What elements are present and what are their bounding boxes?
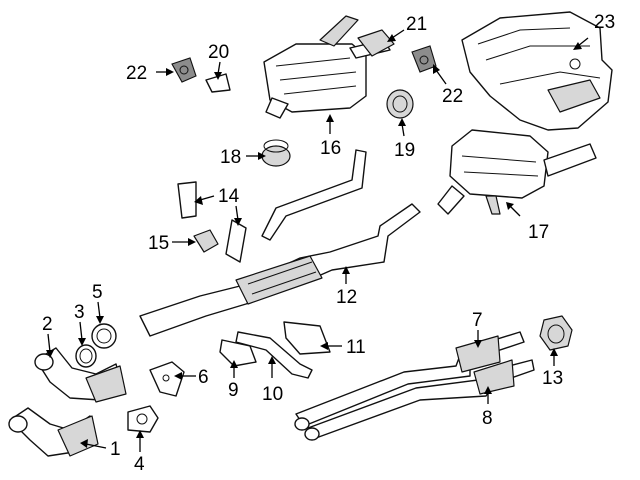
rear-muffler-16 — [263, 15, 391, 119]
damper-15 — [193, 229, 219, 253]
clamp-19 — [386, 89, 414, 119]
callout-11: 11 — [346, 337, 366, 358]
strap-10 — [235, 331, 313, 379]
callout-18: 18 — [220, 147, 241, 168]
bracket-14 — [177, 181, 247, 263]
hanger-22a — [171, 57, 197, 83]
callout-15: 15 — [148, 233, 169, 254]
callout-20: 20 — [208, 42, 229, 63]
clamp-18 — [261, 139, 291, 167]
callout-10: 10 — [262, 384, 283, 405]
leader-lines — [46, 29, 589, 452]
bracket-6 — [149, 361, 185, 397]
callout-5: 5 — [92, 282, 103, 303]
callout-8: 8 — [482, 408, 493, 429]
callout-16: 16 — [320, 138, 341, 159]
callout-6: 6 — [198, 367, 209, 388]
gasket-3 — [75, 344, 97, 368]
callout-labels: 1 2 3 4 5 6 7 8 9 10 11 12 13 14 15 16 1… — [42, 12, 615, 475]
clamp-5 — [91, 323, 117, 349]
front-pipes-7-8 — [294, 331, 535, 441]
callout-21: 21 — [406, 14, 427, 35]
front-muffler-17 — [437, 129, 597, 215]
callout-19: 19 — [394, 140, 415, 161]
heat-shield-23 — [461, 11, 613, 131]
callout-7: 7 — [472, 310, 483, 331]
callout-3: 3 — [74, 302, 85, 323]
gasket-4 — [127, 405, 159, 433]
hanger-22b — [411, 45, 437, 73]
callout-13: 13 — [542, 368, 563, 389]
manifold-cats-1-2 — [8, 347, 127, 457]
callout-12: 12 — [336, 287, 357, 308]
sensor-21 — [357, 29, 395, 57]
callout-23: 23 — [594, 12, 615, 33]
callout-22-left: 22 — [126, 63, 147, 84]
callout-4: 4 — [134, 454, 145, 475]
callout-9: 9 — [228, 380, 239, 401]
intermediate-pipe-12 — [139, 149, 421, 337]
callout-17: 17 — [528, 222, 549, 243]
clamp-13 — [539, 315, 573, 351]
callout-1: 1 — [110, 439, 121, 460]
callout-2: 2 — [42, 314, 53, 335]
callout-22-right: 22 — [442, 86, 463, 107]
bracket-11 — [283, 321, 331, 355]
callout-14: 14 — [218, 186, 240, 207]
